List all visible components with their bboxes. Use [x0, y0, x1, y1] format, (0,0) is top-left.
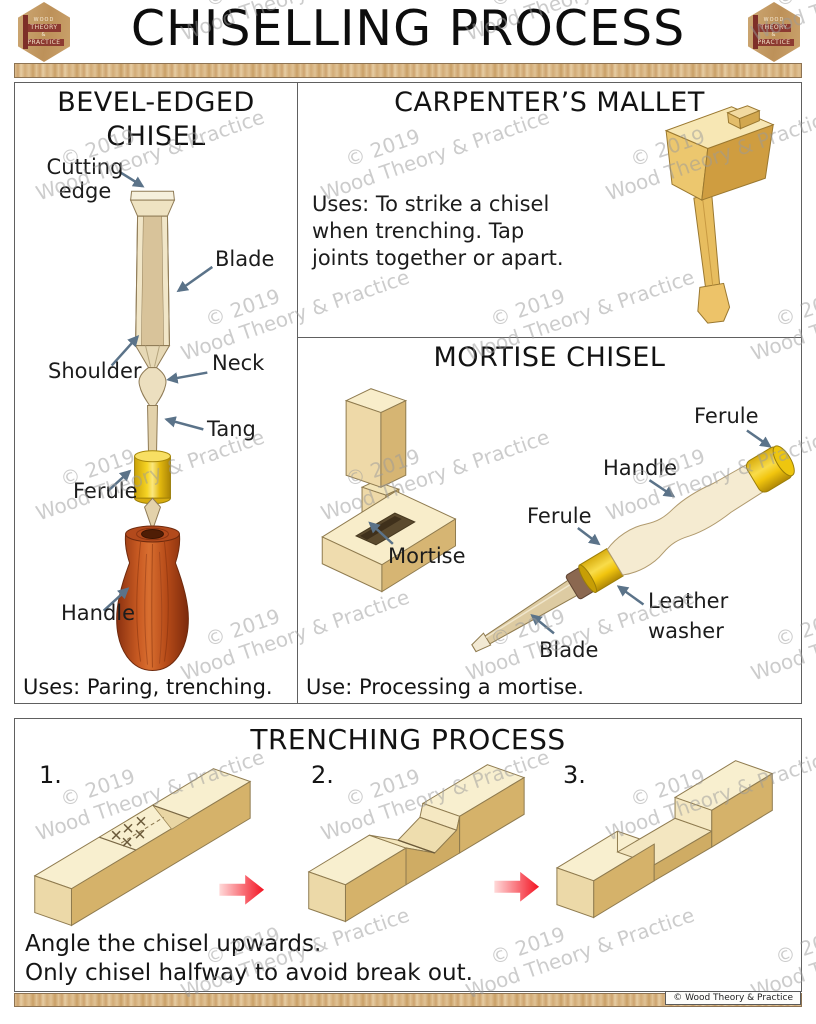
trenching-note-line2: Only chisel halfway to avoid break out.	[25, 960, 473, 986]
trenching-steps-illustration	[33, 760, 774, 927]
logo-word: WOOD	[33, 16, 55, 23]
label-cutting-edge-line1: Cutting	[46, 155, 124, 179]
mallet-panel-title: CARPENTER’S MALLET	[394, 87, 705, 118]
logo-word: &	[41, 31, 47, 38]
logo-word: PRACTICE	[754, 38, 794, 47]
mallet-uses-text: Uses: To strike a chisel when trenching.…	[312, 191, 564, 272]
label-shoulder: Shoulder	[48, 359, 142, 383]
mortise-chisel-panel: MORTISE CHISEL	[297, 337, 802, 704]
label-ferule-top: Ferule	[694, 404, 759, 428]
label-cutting-edge-line2: edge	[58, 179, 112, 204]
mortise-chisel-tool	[471, 445, 795, 653]
label-leather-washer: Leather washer	[648, 586, 728, 646]
bevel-uses-text: Uses: Paring, trenching.	[23, 675, 273, 699]
logo-word: THEORY	[757, 23, 791, 32]
mallet-uses-line2: when trenching. Tap	[312, 219, 525, 243]
process-arrow-2	[494, 871, 540, 902]
tenon-block	[344, 388, 408, 523]
bevel-chisel-panel: BEVEL-EDGED CHISEL	[14, 82, 298, 704]
mortise-panel-title: MORTISE CHISEL	[433, 342, 666, 373]
label-ferule-front: Ferule	[527, 504, 592, 528]
step1-board	[33, 768, 252, 927]
label-cutting-edge: Cutting edge	[43, 155, 127, 203]
bevel-chisel-illustration	[102, 170, 214, 672]
logo-word: PRACTICE	[24, 38, 64, 47]
label-arrows	[102, 170, 214, 612]
wood-divider-bottom	[14, 993, 802, 1007]
label-leather-line1: Leather	[648, 589, 729, 613]
chisel-ferrule	[134, 450, 171, 532]
label-handle: Handle	[603, 456, 678, 480]
mortise-board	[321, 490, 457, 593]
process-arrow-1	[219, 874, 265, 905]
label-blade: Blade	[215, 247, 275, 271]
logo-word: &	[771, 31, 777, 38]
label-tang: Tang	[207, 417, 256, 441]
label-arrows	[368, 429, 772, 635]
trenching-panel: TRENCHING PROCESS 1. 2. 3.	[14, 718, 802, 992]
step3-board	[555, 760, 774, 919]
label-handle: Handle	[61, 601, 136, 625]
wood-divider-top	[14, 63, 802, 78]
mallet-illustration	[664, 105, 775, 324]
trenching-note-line1: Angle the chisel upwards.	[25, 931, 322, 957]
label-ferule: Ferule	[73, 479, 138, 503]
mortise-chisel-illustration	[321, 388, 795, 653]
chisel-handle	[116, 525, 189, 672]
logo-word: THEORY	[27, 23, 61, 32]
mortise-use-text: Use: Processing a mortise.	[306, 675, 584, 699]
label-leather-line2: washer	[648, 619, 724, 643]
copyright-chip: © Wood Theory & Practice	[665, 991, 801, 1005]
bevel-panel-title-line2: CHISEL	[106, 121, 206, 152]
step2-board	[307, 764, 526, 923]
step-number-2: 2.	[311, 761, 334, 789]
label-blade: Blade	[539, 638, 599, 662]
mallet-uses-line1: Uses: To strike a chisel	[312, 192, 550, 216]
chisel-blade	[129, 190, 176, 347]
step-number-1: 1.	[39, 761, 62, 789]
bevel-panel-title-line1: BEVEL-EDGED	[57, 87, 255, 118]
page-title: CHISELLING PROCESS	[130, 0, 686, 57]
trenching-panel-title: TRENCHING PROCESS	[250, 723, 566, 756]
logo-word: WOOD	[763, 16, 785, 23]
label-mortise: Mortise	[388, 544, 466, 568]
label-neck: Neck	[212, 351, 265, 375]
mallet-uses-line3: joints together or apart.	[312, 246, 564, 270]
mallet-panel: CARPENTER’S MALLET Uses: To strike a chi…	[297, 82, 802, 338]
step-number-3: 3.	[563, 761, 586, 789]
